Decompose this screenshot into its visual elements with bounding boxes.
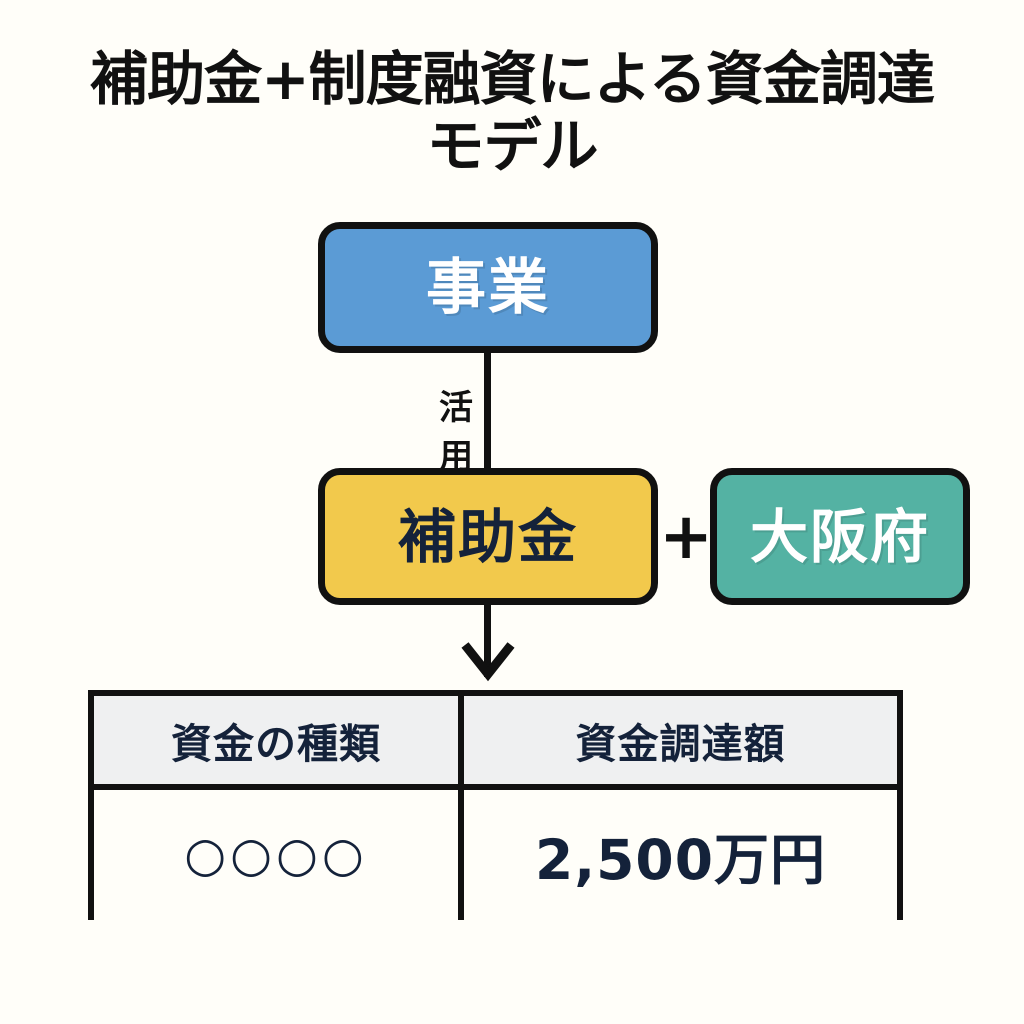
plus-icon: + — [659, 500, 713, 574]
connector-subsidy-to-table — [484, 605, 491, 677]
cell-fund-type: ○○○○ — [94, 787, 464, 920]
table-header-fund-type: 資金の種類 — [94, 696, 464, 790]
funding-table-container: 資金の種類 資金調達額 ○○○○ 2,500万円 — [88, 690, 903, 920]
table-header-fund-amount: 資金調達額 — [461, 696, 897, 790]
funding-table-body: ○○○○ 2,500万円 — [94, 787, 897, 920]
node-business-label: 事業 — [426, 252, 550, 323]
page-title: 補助金+制度融資による資金調達 モデル — [0, 45, 1024, 181]
connector-business-to-subsidy — [484, 353, 491, 468]
node-osaka-label: 大阪府 — [749, 502, 930, 571]
page-title-line-1: 補助金+制度融資による資金調達 — [90, 45, 935, 113]
table-row: ○○○○ 2,500万円 — [94, 787, 897, 920]
node-subsidy-label: 補助金 — [397, 502, 578, 571]
arrow-down-icon — [461, 642, 515, 682]
table-header-row: 資金の種類 資金調達額 — [94, 696, 897, 790]
cell-fund-amount: 2,500万円 — [461, 787, 897, 920]
funding-table: 資金の種類 資金調達額 ○○○○ 2,500万円 — [94, 696, 897, 920]
node-osaka-prefecture[interactable]: 大阪府 — [710, 468, 970, 605]
node-business[interactable]: 事業 — [318, 222, 658, 353]
connector-label-katsuyou: 活用 — [439, 388, 474, 477]
node-subsidy[interactable]: 補助金 — [318, 468, 658, 605]
page-title-line-2: モデル — [426, 112, 598, 181]
funding-table-head: 資金の種類 資金調達額 — [94, 696, 897, 790]
